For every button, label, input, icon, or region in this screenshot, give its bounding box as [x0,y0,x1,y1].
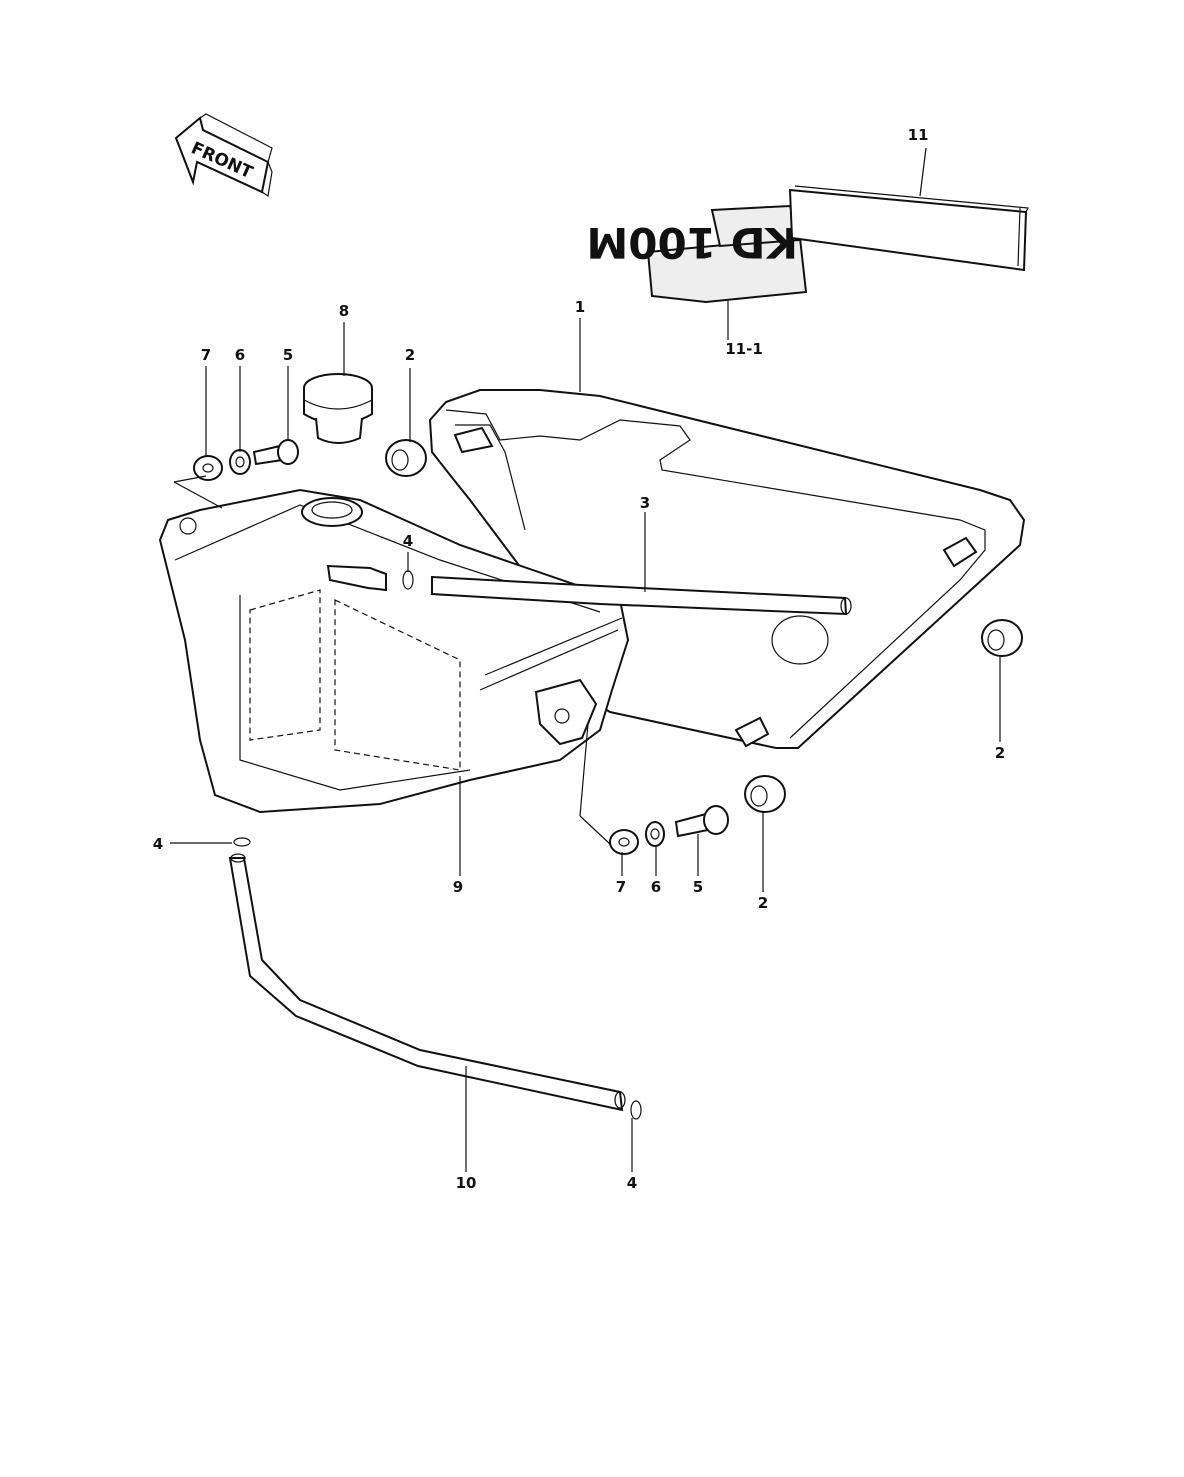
label-part-5-lower: 5 [693,878,703,896]
hose-icon [431,575,852,616]
label-part-4-lower: 4 [627,1174,637,1192]
emblem-text: KD 100M [587,218,799,267]
label-part-10: 10 [456,1174,477,1192]
grommet-icon [385,439,1023,813]
label-part-7-upper: 7 [201,346,211,364]
washer-icon [193,449,665,855]
hose-icon-lower [228,853,626,1112]
label-part-4-upper: 4 [403,532,413,550]
label-part-11-1: 11-1 [725,340,763,358]
bolt-icon [252,439,729,838]
label-part-5-upper: 5 [283,346,293,364]
label-part-11: 11 [908,126,929,144]
leader-lines [170,147,1001,1172]
decal-icon [788,185,1029,272]
cap-icon [303,373,373,444]
label-part-2-right: 2 [995,744,1005,762]
emblem-icon: KD 100M [587,204,808,304]
label-part-9: 9 [453,878,463,896]
label-part-6-upper: 6 [235,346,245,364]
label-part-2-lower: 2 [758,894,768,912]
label-part-6-lower: 6 [651,878,661,896]
oil-tank-icon [158,488,630,814]
label-part-4-left: 4 [153,835,163,853]
front-arrow-icon: FRONT [174,113,273,198]
label-part-3: 3 [640,494,650,512]
label-part-8: 8 [339,302,349,320]
label-part-1: 1 [575,298,585,316]
label-part-7-lower: 7 [616,878,626,896]
label-part-2-upper: 2 [405,346,415,364]
